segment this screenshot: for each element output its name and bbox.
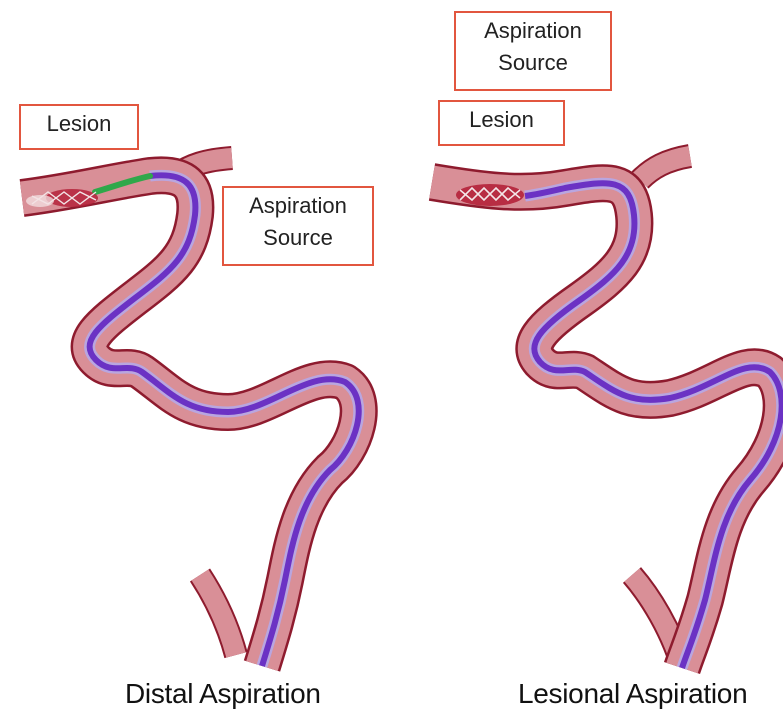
lesion-callout: Lesion bbox=[19, 104, 139, 150]
caption-lesional: Lesional Aspiration bbox=[518, 678, 747, 710]
aspiration-label-line1: Aspiration bbox=[234, 190, 362, 222]
distal-aspiration-panel: Lesion Aspiration Source Distal Aspirati… bbox=[0, 0, 390, 723]
aspiration-source-callout: Aspiration Source bbox=[222, 186, 374, 266]
lesion-clot bbox=[456, 184, 524, 206]
lesional-aspiration-panel: Aspiration Source Lesion Lesional Aspira… bbox=[390, 0, 783, 723]
aspiration-label-line1: Aspiration bbox=[466, 15, 600, 47]
aspiration-source-callout: Aspiration Source bbox=[454, 11, 612, 91]
lesion-label: Lesion bbox=[469, 107, 534, 132]
caption-distal: Distal Aspiration bbox=[125, 678, 321, 710]
aspiration-label-line2: Source bbox=[234, 222, 362, 254]
lesion-label: Lesion bbox=[47, 111, 112, 136]
lesion-callout: Lesion bbox=[438, 100, 565, 146]
aspiration-label-line2: Source bbox=[466, 47, 600, 79]
vessel-main bbox=[432, 182, 782, 668]
